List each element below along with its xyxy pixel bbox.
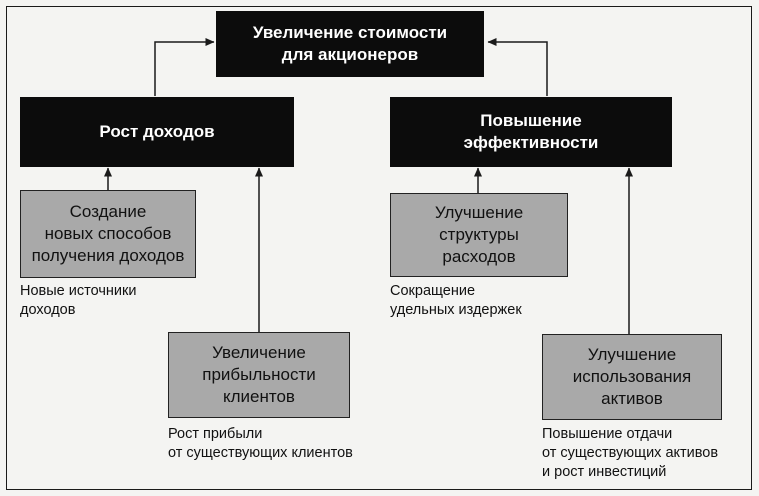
lever-box-new-revenue-sources: Создание новых способов получения доходо… [20,190,196,278]
driver-box-efficiency: Повышение эффективности [390,97,672,167]
caption-cost-structure: Сокращение удельных издержек [390,283,522,319]
driver-box-revenue-growth-text: Рост доходов [99,122,215,142]
goal-box: Увеличение стоимости для акционеров [216,11,484,77]
driver-box-revenue-growth: Рост доходов [20,97,294,167]
goal-box-text: Увеличение стоимости для акционеров [252,23,448,64]
lever-box-asset-usage: Улучшение использования активов [542,334,722,420]
arrow-efficiency-to-goal [487,38,548,96]
lever-box-new-revenue-sources-text: Создание новых способов получения доходо… [31,202,185,265]
lever-box-cost-structure-text: Улучшение структуры расходов [434,203,524,266]
arrow-revenue-to-goal [154,38,215,96]
caption-asset-usage: Повышение отдачи от существующих активов… [542,426,719,481]
caption-client-profitability: Рост прибыли от существующих клиентов [168,426,353,462]
lever-box-client-profitability-text: Увеличение прибыльности клиентов [202,343,316,406]
lever-box-client-profitability: Увеличение прибыльности клиентов [168,332,350,418]
caption-new-revenue-sources: Новые источники доходов [20,283,137,319]
driver-box-efficiency-text: Повышение эффективности [463,111,599,152]
diagram-frame [6,6,752,490]
lever-box-cost-structure: Улучшение структуры расходов [390,193,568,277]
lever-box-asset-usage-text: Улучшение использования активов [572,345,692,408]
